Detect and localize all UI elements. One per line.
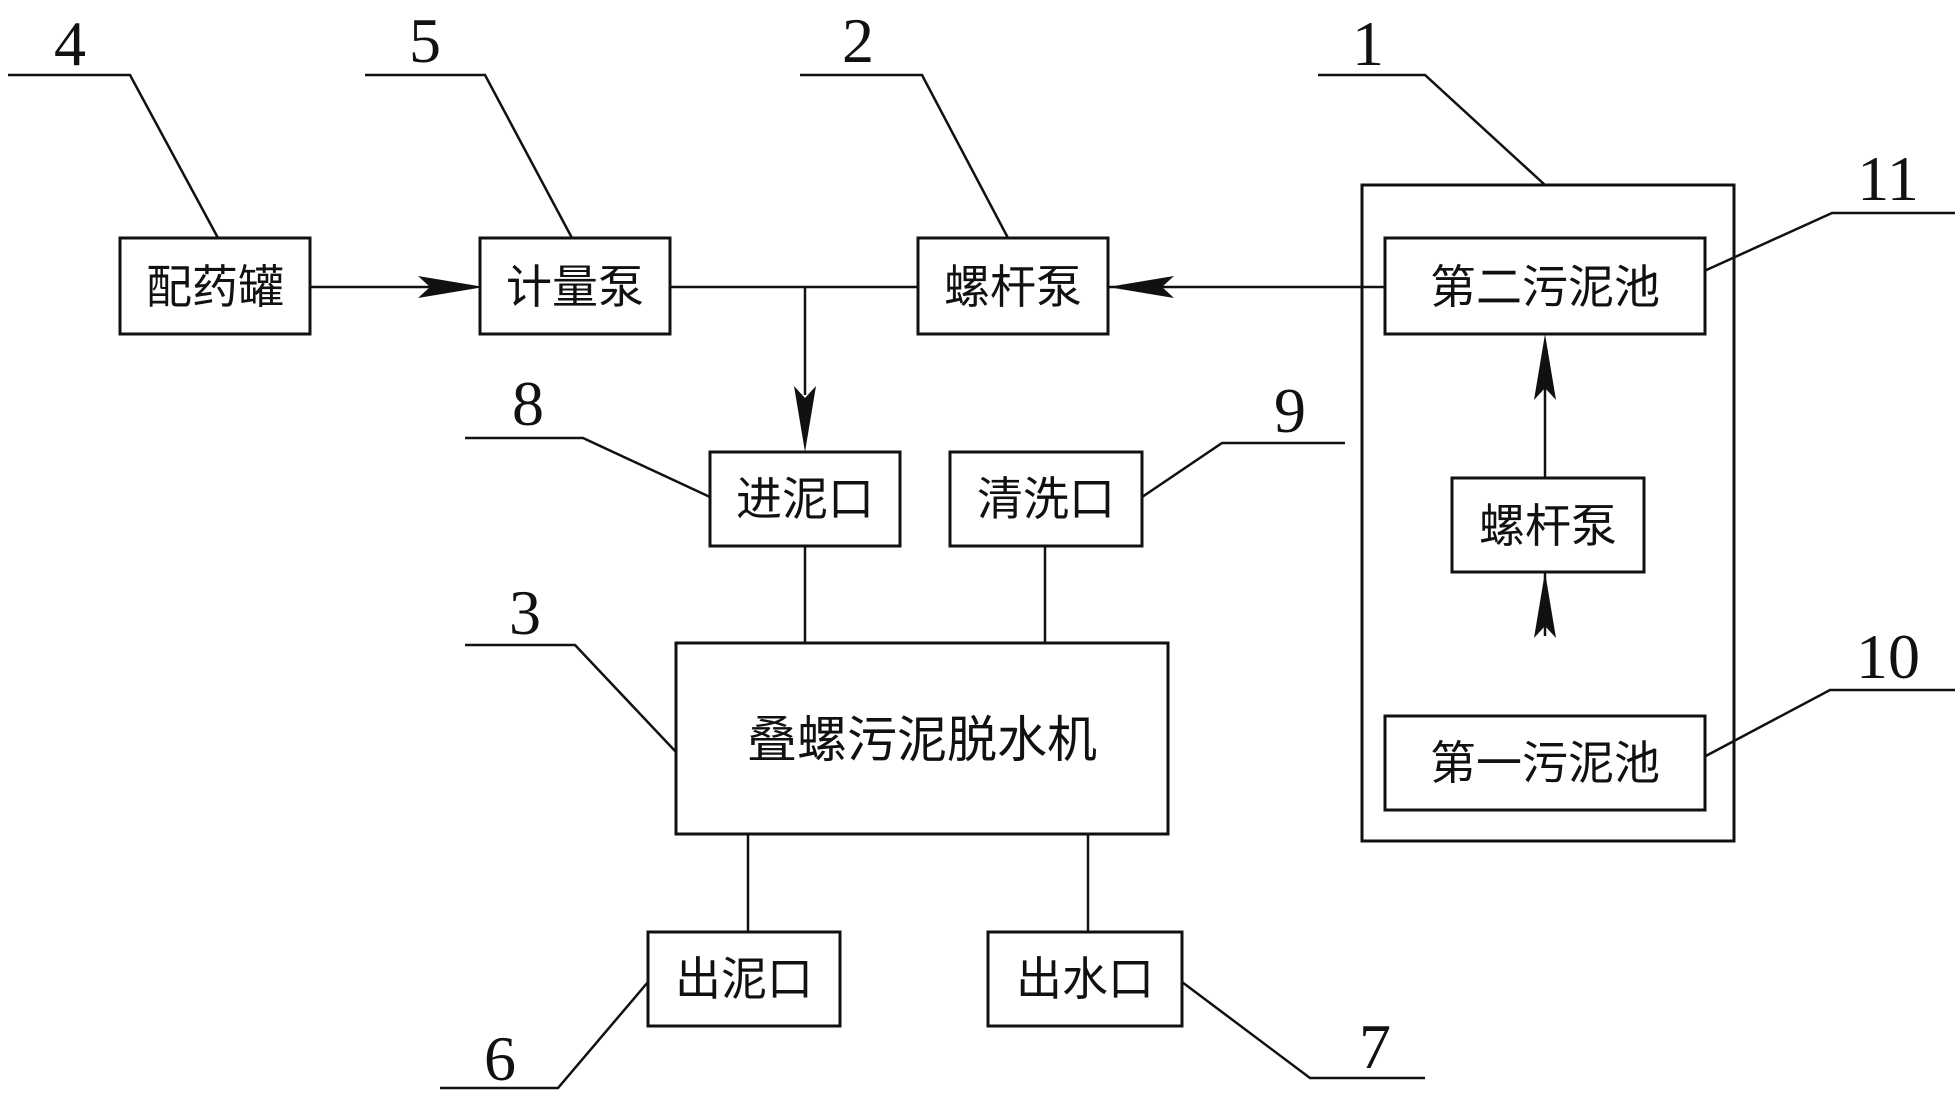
arrow-into-metering-pump [418, 276, 484, 298]
screw-pump-main-block: 螺杆泵 [916, 236, 1110, 336]
sludge-inlet-label: 进泥口 [736, 472, 874, 526]
ref-number-4: 4 [54, 8, 86, 79]
leader-10 [1701, 688, 1955, 760]
water-outlet-label: 出水口 [1016, 952, 1154, 1006]
mixing-tank-block: 配药罐 [118, 236, 312, 336]
cleaning-port-label: 清洗口 [977, 472, 1115, 526]
leader-9 [1141, 441, 1345, 499]
arrow-into-inner-screw-pump [1534, 572, 1556, 638]
metering-pump-label: 计量泵 [506, 260, 644, 314]
second-sludge-tank-block: 第二污泥池 [1383, 236, 1707, 336]
leader-3 [465, 643, 677, 753]
leader-lines [8, 73, 1955, 1090]
ref-number-7: 7 [1359, 1011, 1391, 1082]
sludge-outlet-label: 出泥口 [675, 952, 813, 1006]
ref-number-10: 10 [1856, 621, 1920, 692]
cleaning-port-block: 清洗口 [948, 450, 1144, 548]
leader-5 [365, 73, 574, 239]
mixing-tank-label: 配药罐 [146, 260, 284, 314]
ref-number-9: 9 [1274, 375, 1306, 446]
leader-4 [8, 73, 220, 239]
second-sludge-tank-label: 第二污泥池 [1430, 260, 1660, 314]
ref-number-6: 6 [484, 1023, 516, 1093]
dewatering-machine-block: 叠螺污泥脱水机 [674, 641, 1170, 836]
arrowheads [418, 276, 1556, 638]
reference-numbers: 4 5 2 1 11 8 9 3 10 6 7 [54, 5, 1920, 1093]
sludge-outlet-block: 出泥口 [646, 930, 842, 1028]
leader-7 [1181, 981, 1425, 1080]
arrow-into-screw-pump [1108, 276, 1174, 298]
leader-1 [1318, 73, 1546, 186]
screw-pump-main-label: 螺杆泵 [944, 260, 1082, 314]
ref-number-5: 5 [409, 5, 441, 76]
leader-2 [800, 73, 1010, 239]
dewatering-machine-label: 叠螺污泥脱水机 [747, 711, 1097, 769]
first-sludge-tank-label: 第一污泥池 [1430, 736, 1660, 790]
ref-number-1: 1 [1352, 8, 1384, 79]
ref-number-2: 2 [842, 5, 874, 76]
screw-pump-inner-block: 螺杆泵 [1450, 476, 1646, 574]
sludge-inlet-block: 进泥口 [708, 450, 902, 548]
metering-pump-block: 计量泵 [478, 236, 672, 336]
first-sludge-tank-block: 第一污泥池 [1383, 714, 1707, 812]
leader-6 [440, 981, 649, 1090]
leader-8 [465, 436, 711, 499]
arrow-into-second-tank [1534, 334, 1556, 400]
screw-pump-inner-label: 螺杆泵 [1479, 499, 1617, 553]
leader-11 [1701, 211, 1955, 274]
ref-number-8: 8 [512, 368, 544, 439]
arrow-into-sludge-inlet [794, 386, 816, 452]
ref-number-11: 11 [1857, 143, 1919, 214]
water-outlet-block: 出水口 [986, 930, 1184, 1028]
ref-number-3: 3 [509, 577, 541, 648]
